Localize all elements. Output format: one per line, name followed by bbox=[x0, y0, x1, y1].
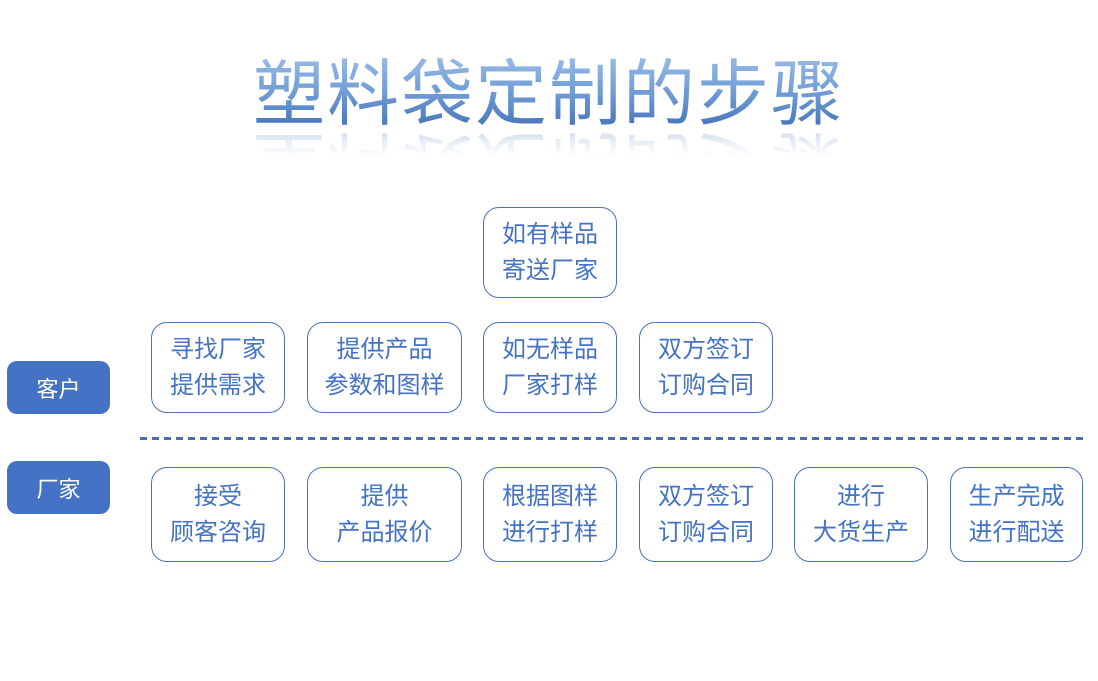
step-box-factory-2: 提供 产品报价 bbox=[307, 467, 462, 562]
lane-divider-dashed-line bbox=[140, 437, 1085, 440]
title-block: 塑料袋定制的步骤 塑料袋定制的步骤 bbox=[0, 52, 1098, 173]
step-box-optional-sample: 如有样品 寄送厂家 bbox=[483, 207, 617, 298]
step-box-factory-6: 生产完成 进行配送 bbox=[950, 467, 1083, 562]
step-box-customer-2: 提供产品 参数和图样 bbox=[307, 322, 462, 413]
lane-label-factory: 厂家 bbox=[7, 461, 110, 514]
step-box-customer-4: 双方签订 订购合同 bbox=[639, 322, 773, 413]
step-box-factory-1: 接受 顾客咨询 bbox=[151, 467, 285, 562]
step-box-customer-3: 如无样品 厂家打样 bbox=[483, 322, 617, 413]
step-box-factory-4: 双方签订 订购合同 bbox=[639, 467, 773, 562]
title-reflection: 塑料袋定制的步骤 bbox=[0, 121, 1098, 173]
page-title: 塑料袋定制的步骤 bbox=[0, 52, 1098, 137]
title-reflection-clip: 塑料袋定制的步骤 bbox=[0, 121, 1098, 173]
step-box-factory-5: 进行 大货生产 bbox=[794, 467, 928, 562]
lane-label-customer: 客户 bbox=[7, 361, 110, 414]
step-box-customer-1: 寻找厂家 提供需求 bbox=[151, 322, 285, 413]
step-box-factory-3: 根据图样 进行打样 bbox=[483, 467, 617, 562]
